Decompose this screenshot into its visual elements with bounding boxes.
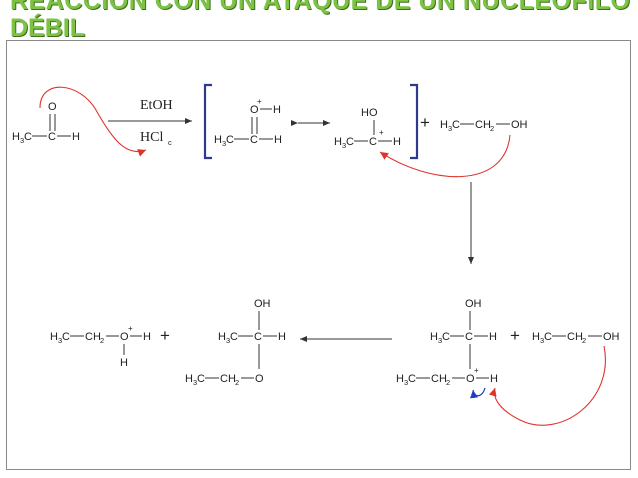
molecule-protonated-carbonyl: O + H H 3 C C H (214, 97, 282, 148)
atom-group-oh: OH (254, 298, 271, 310)
atom-o: O (250, 104, 259, 116)
atom-group-ho: HO (361, 107, 378, 119)
atom-h: H (143, 331, 151, 343)
charge-plus: + (257, 97, 262, 106)
curved-arrow-icon (39, 86, 147, 157)
subscript-3: 3 (404, 378, 408, 387)
atom-c: C (544, 331, 552, 343)
curved-arrow-icon (488, 345, 606, 426)
atom-group-ch: CH (431, 373, 447, 385)
subscript-3: 3 (193, 378, 197, 387)
subscript-2: 2 (100, 336, 104, 345)
plus-sign: + (510, 326, 520, 345)
atom-c: C (465, 331, 473, 343)
atom-c: C (197, 373, 205, 385)
molecule-acetaldehyde: O H 3 C C H (12, 101, 80, 145)
atom-c: C (226, 134, 234, 146)
atom-group-ch: CH (220, 373, 236, 385)
reagent-etoh: EtOH (140, 98, 173, 113)
atom-group-ch: CH (567, 331, 583, 343)
atom-h: H (273, 104, 281, 116)
slide-title: REACCIÓN CON UN ATAQUE DE UN NUCLEÓFILO … (10, 0, 635, 42)
slide-title-line-1: REACCIÓN CON UN ATAQUE DE UN NUCLEÓFILO (10, 0, 631, 15)
atom-h: H (532, 331, 540, 343)
subscript-3: 3 (226, 336, 230, 345)
atom-h: H (50, 331, 58, 343)
atom-h: H (214, 134, 222, 146)
atom-o: O (120, 331, 129, 343)
subscript-2: 2 (490, 124, 494, 133)
subscript-3: 3 (342, 141, 346, 150)
atom-o: O (466, 373, 475, 385)
charge-plus: + (379, 128, 384, 137)
atom-c: C (48, 131, 56, 143)
subscript-2: 2 (582, 336, 586, 345)
plus-sign: + (160, 326, 170, 345)
bracket-right (410, 83, 419, 160)
subscript-3: 3 (540, 336, 544, 345)
reagent-hcl: HCl (140, 130, 163, 145)
atom-c: C (254, 331, 262, 343)
subscript-3: 3 (20, 136, 24, 145)
slide-title-line-2: DÉBIL (10, 14, 85, 42)
atom-c: C (369, 136, 377, 148)
bracket-left (203, 83, 212, 160)
atom-c: C (250, 134, 258, 146)
molecule-ethanol-bottom: H 3 C CH 2 OH (532, 331, 620, 345)
subscript-3: 3 (58, 336, 62, 345)
atom-h: H (12, 131, 20, 143)
atom-c: C (442, 331, 450, 343)
plus-sign: + (420, 113, 430, 132)
atom-h: H (396, 373, 404, 385)
curved-arrow-icon (470, 387, 486, 399)
subscript-3: 3 (222, 139, 226, 148)
curved-arrow-icon (379, 134, 511, 178)
atom-h: H (440, 119, 448, 131)
atom-h: H (274, 134, 282, 146)
atom-c: C (62, 331, 70, 343)
content-frame (6, 40, 631, 470)
atom-h: H (72, 131, 80, 143)
atom-h: H (218, 331, 226, 343)
atom-c: C (346, 136, 354, 148)
atom-group-ch: CH (475, 119, 491, 131)
atom-group-ch: CH (85, 331, 101, 343)
molecule-carbocation: HO + H 3 C C H (334, 107, 401, 150)
atom-h: H (185, 373, 193, 385)
subscript-2: 2 (446, 378, 450, 387)
atom-group-oh: OH (511, 119, 528, 131)
molecule-protonated-hemiacetal: OH H 3 C C H H 3 C CH 2 O + H (396, 298, 498, 387)
atom-c: C (24, 131, 32, 143)
atom-h: H (278, 331, 286, 343)
atom-h: H (393, 136, 401, 148)
charge-plus: + (474, 366, 479, 375)
atom-h: H (430, 331, 438, 343)
subscript-3: 3 (438, 336, 442, 345)
atom-o: O (255, 373, 264, 385)
charge-plus: + (128, 324, 133, 333)
molecule-hemiacetal: OH H 3 C C H H 3 C CH 2 O (185, 298, 286, 387)
atom-group-oh: OH (603, 331, 620, 343)
atom-h: H (489, 331, 497, 343)
atom-o: O (48, 101, 57, 113)
atom-c: C (452, 119, 460, 131)
atom-h: H (120, 357, 128, 369)
subscript-2: 2 (235, 378, 239, 387)
atom-group-oh: OH (465, 298, 482, 310)
atom-h: H (490, 373, 498, 385)
atom-c: C (230, 331, 238, 343)
subscript-3: 3 (448, 124, 452, 133)
molecule-ethyloxonium: H 3 C CH 2 O + H H (50, 324, 151, 369)
molecule-ethanol-top: H 3 C CH 2 OH (440, 119, 528, 133)
reagent-hcl-subscript: c (168, 138, 172, 147)
atom-c: C (408, 373, 416, 385)
atom-h: H (334, 136, 342, 148)
